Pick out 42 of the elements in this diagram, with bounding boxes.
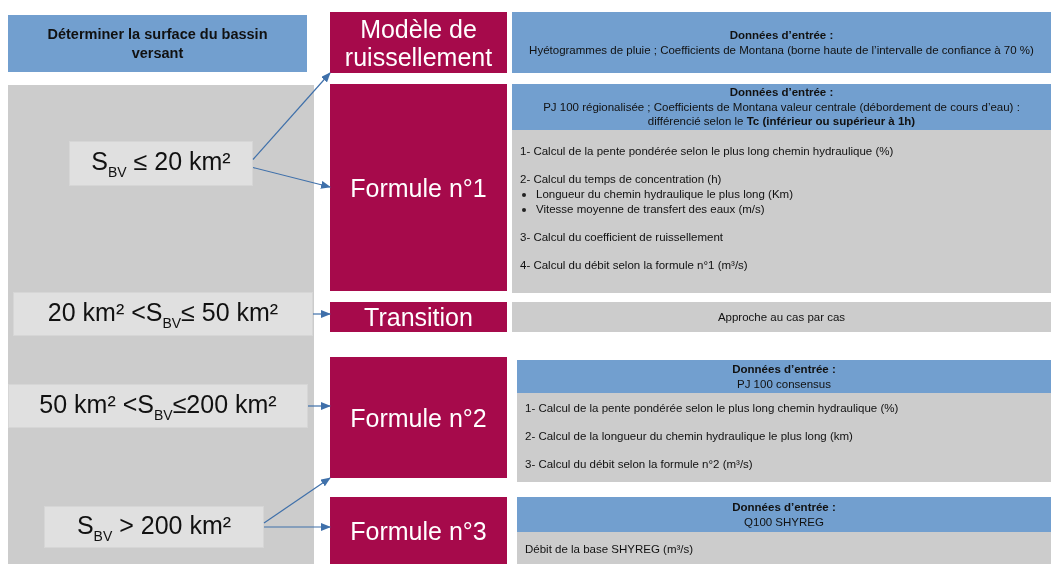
step-text: Débit de la base SHYREG (m³/s)	[525, 542, 695, 557]
step-text: 1- Calcul de la pente pondérée selon le plus long chemin hydraulique (%)	[520, 144, 895, 159]
method-box: Formule n°1	[330, 84, 507, 291]
condition-box: 20 km² <S$_{BV}$≤ 50 km²	[13, 292, 313, 336]
panel-background	[8, 85, 314, 564]
method-box: Modèle de ruissellement	[330, 12, 507, 73]
input-data-box	[512, 12, 1051, 73]
condition-box: S$_{BV}$ > 200 km²	[44, 506, 264, 548]
input-data-text: Q100 SHYREG	[743, 514, 825, 530]
input-data-text: PJ 100 consensus	[736, 376, 832, 392]
step-text: 4- Calcul du débit selon la formule n°1 (m³/s)	[520, 257, 749, 273]
step-text: 3- Calcul du débit selon la formule n°2 (m³/s)	[525, 456, 754, 472]
input-data-box	[517, 360, 1051, 393]
step-text: 2- Calcul de la longueur du chemin hydraulique le plus long (km)	[525, 428, 854, 444]
method-box: Formule n°2	[330, 357, 507, 478]
steps-box	[512, 130, 1051, 293]
input-data-box	[517, 497, 1051, 532]
step-text: 1- Calcul de la pente pondérée selon le plus long chemin hydraulique (%)	[525, 401, 900, 416]
condition-box: 50 km² <S$_{BV}$≤200 km²	[8, 384, 308, 428]
approach-box: Approche au cas par cas	[512, 302, 1051, 332]
input-data-box	[512, 84, 1051, 130]
method-box: Transition	[330, 302, 507, 332]
arrow	[263, 523, 331, 531]
steps-box	[517, 393, 1051, 482]
input-data-text: Hyétogrammes de pluie ; Coefficients de Montana (borne haute de l’intervalle de confiance à 70 %)	[528, 42, 1035, 58]
input-data-heading: Données d’entrée :	[728, 27, 835, 43]
step-text: Vitesse moyenne de transfert des eaux (m/s)	[536, 201, 766, 217]
input-data-heading: Données d’entrée :	[728, 84, 835, 100]
input-data-heading: Données d’entrée :	[731, 499, 837, 515]
step-text: Longueur du chemin hydraulique le plus long (Km)	[536, 186, 794, 202]
method-box: Formule n°3	[330, 497, 507, 564]
input-data-heading: Données d’entrée :	[731, 361, 837, 377]
input-data-text: PJ 100 régionalisée ; Coefficients de Montana valeur centrale (débordement de cours d’eau) : différencié selon le Tc (inférieur ou supérieur à 1h)	[542, 99, 1021, 130]
arrow	[252, 72, 331, 161]
heading-box: Déterminer la surface du bassin versant	[8, 15, 307, 72]
arrow	[307, 402, 331, 410]
step-text: 2- Calcul du temps de concentration (h)	[520, 171, 723, 187]
arrow	[263, 477, 331, 524]
arrow	[252, 166, 331, 189]
steps-box	[517, 532, 1051, 564]
step-text: 3- Calcul du coefficient de ruissellement	[520, 229, 725, 245]
condition-box: S$_{BV}$ ≤ 20 km²	[69, 141, 253, 186]
